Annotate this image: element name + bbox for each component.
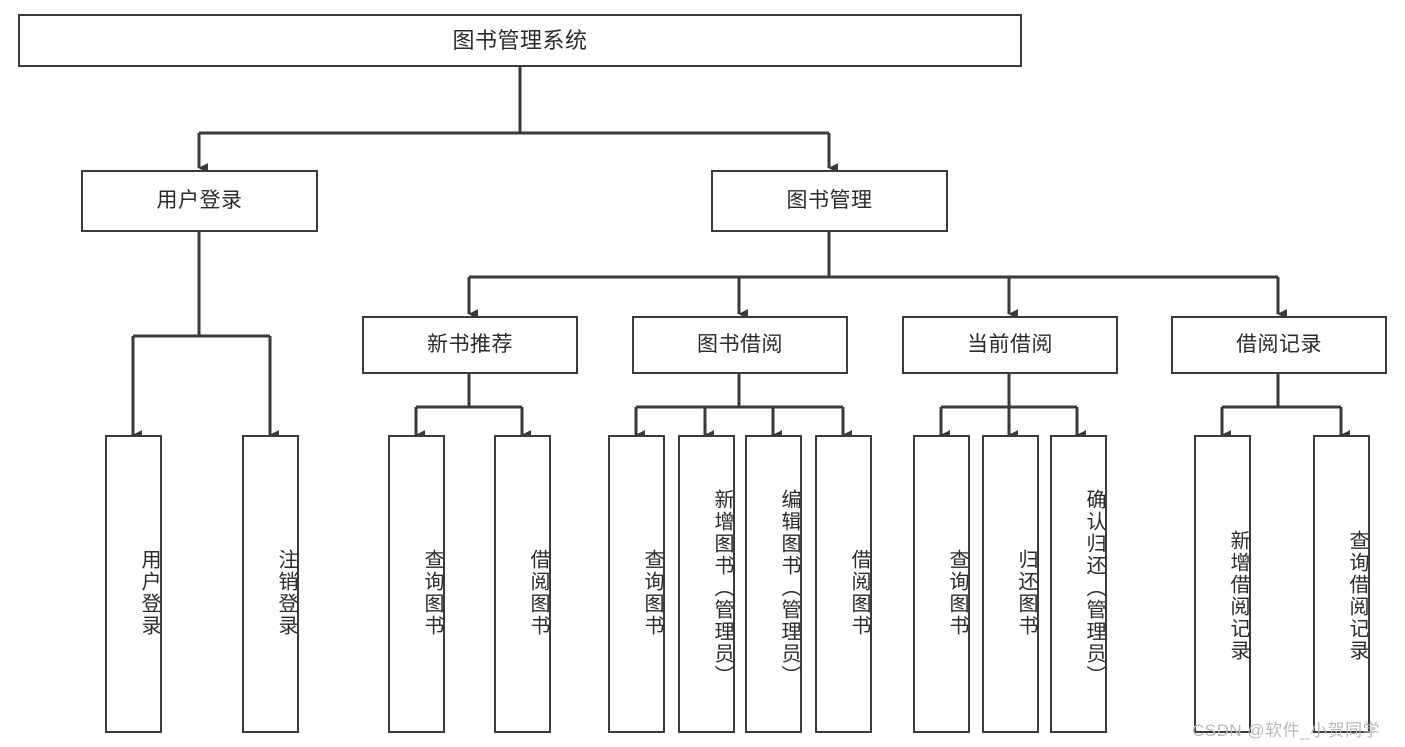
node-new-book-recommend[interactable]: 新书推荐	[362, 316, 578, 374]
node-root-system[interactable]: 图书管理系统	[18, 14, 1022, 67]
leaf-return-book[interactable]: 归还图书	[982, 435, 1039, 733]
leaf-borrow-book-borrow[interactable]: 借阅图书	[815, 435, 872, 733]
leaf-borrow-book-recommend[interactable]: 借阅图书	[494, 435, 551, 733]
leaf-user-login[interactable]: 用户登录	[105, 435, 162, 733]
leaf-add-borrow-record[interactable]: 新增借阅记录	[1194, 435, 1251, 733]
leaf-edit-book-admin[interactable]: 编辑图书（管理员）	[745, 435, 802, 733]
leaf-confirm-return-admin[interactable]: 确认归还（管理员）	[1050, 435, 1107, 733]
leaf-logout-login[interactable]: 注销登录	[242, 435, 299, 733]
node-book-management[interactable]: 图书管理	[711, 170, 948, 232]
csdn-watermark: CSDN @软件_小贺同学	[1192, 721, 1381, 740]
leaf-query-borrow-record[interactable]: 查询借阅记录	[1313, 435, 1370, 733]
node-book-borrow[interactable]: 图书借阅	[632, 316, 848, 374]
leaf-query-book-borrow[interactable]: 查询图书	[608, 435, 665, 733]
leaf-add-book-admin[interactable]: 新增图书（管理员）	[678, 435, 735, 733]
node-user-login[interactable]: 用户登录	[81, 170, 318, 232]
node-borrow-record[interactable]: 借阅记录	[1171, 316, 1387, 374]
leaf-query-book-recommend[interactable]: 查询图书	[388, 435, 445, 733]
node-current-borrow[interactable]: 当前借阅	[902, 316, 1118, 374]
leaf-query-book-current[interactable]: 查询图书	[913, 435, 970, 733]
